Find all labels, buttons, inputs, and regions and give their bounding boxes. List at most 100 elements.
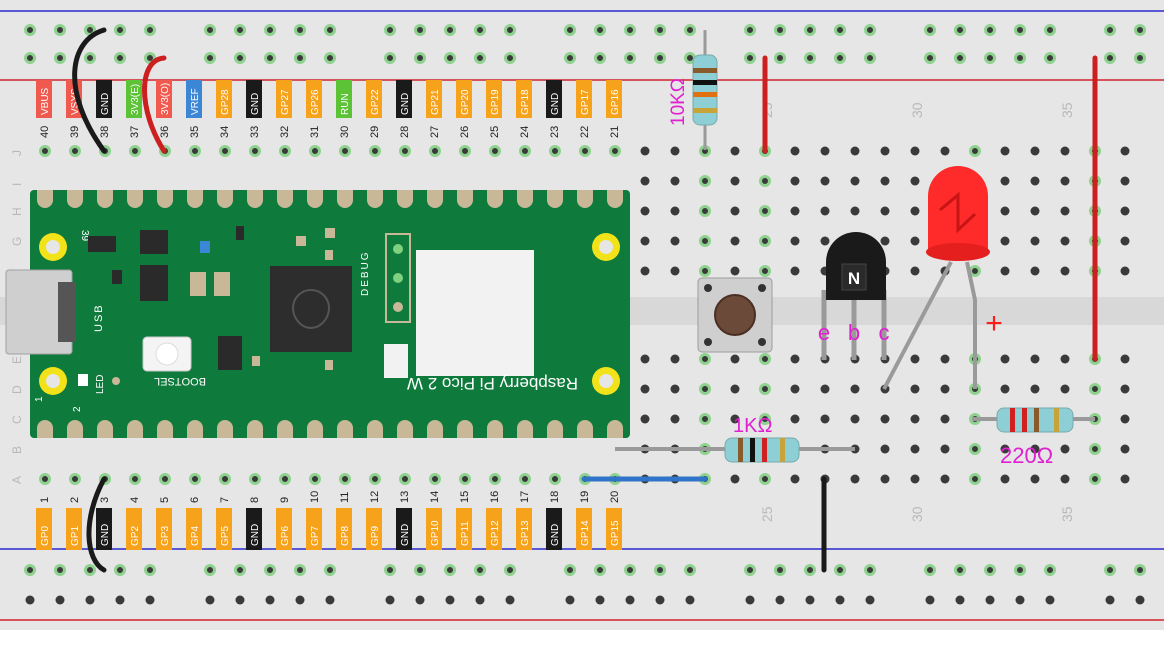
rail-hole[interactable] — [834, 564, 846, 576]
terminal-hole[interactable] — [759, 413, 771, 425]
rail-hole[interactable] — [264, 24, 276, 36]
rail-hole[interactable] — [864, 564, 876, 576]
terminal-hole[interactable] — [1000, 266, 1010, 276]
terminal-hole[interactable] — [910, 384, 920, 394]
terminal-hole[interactable] — [579, 145, 591, 157]
rail-hole[interactable] — [1045, 595, 1055, 605]
terminal-hole[interactable] — [790, 354, 800, 364]
rail-hole[interactable] — [744, 52, 756, 64]
terminal-hole[interactable] — [1060, 236, 1070, 246]
terminal-hole[interactable] — [1030, 176, 1040, 186]
rail-hole[interactable] — [924, 52, 936, 64]
terminal-hole[interactable] — [519, 145, 531, 157]
rail-hole[interactable] — [324, 24, 336, 36]
terminal-hole[interactable] — [759, 235, 771, 247]
terminal-hole[interactable] — [880, 176, 890, 186]
rail-hole[interactable] — [55, 595, 65, 605]
terminal-hole[interactable] — [880, 146, 890, 156]
terminal-hole[interactable] — [640, 176, 650, 186]
terminal-hole[interactable] — [1000, 384, 1010, 394]
terminal-hole[interactable] — [339, 145, 351, 157]
rail-hole[interactable] — [984, 52, 996, 64]
rail-hole[interactable] — [1015, 595, 1025, 605]
terminal-hole[interactable] — [880, 206, 890, 216]
rail-hole[interactable] — [24, 24, 36, 36]
terminal-hole[interactable] — [640, 266, 650, 276]
terminal-hole[interactable] — [1089, 383, 1101, 395]
terminal-hole[interactable] — [940, 474, 950, 484]
push-button[interactable] — [697, 277, 773, 353]
terminal-hole[interactable] — [429, 145, 441, 157]
terminal-hole[interactable] — [1120, 266, 1130, 276]
rail-hole[interactable] — [114, 564, 126, 576]
terminal-hole[interactable] — [640, 354, 650, 364]
terminal-hole[interactable] — [820, 206, 830, 216]
terminal-hole[interactable] — [640, 414, 650, 424]
resistor-10k[interactable] — [692, 30, 718, 150]
terminal-hole[interactable] — [969, 473, 981, 485]
rail-hole[interactable] — [685, 595, 695, 605]
terminal-hole[interactable] — [910, 444, 920, 454]
rail-hole[interactable] — [1044, 24, 1056, 36]
rail-hole[interactable] — [954, 564, 966, 576]
terminal-hole[interactable] — [699, 413, 711, 425]
terminal-hole[interactable] — [759, 473, 771, 485]
terminal-hole[interactable] — [1120, 414, 1130, 424]
rail-hole[interactable] — [594, 564, 606, 576]
terminal-hole[interactable] — [1060, 474, 1070, 484]
rail-hole[interactable] — [655, 595, 665, 605]
terminal-hole[interactable] — [910, 266, 920, 276]
terminal-hole[interactable] — [759, 205, 771, 217]
rail-hole[interactable] — [865, 595, 875, 605]
rail-hole[interactable] — [745, 595, 755, 605]
terminal-hole[interactable] — [790, 414, 800, 424]
rail-hole[interactable] — [205, 595, 215, 605]
terminal-hole[interactable] — [699, 265, 711, 277]
rail-hole[interactable] — [624, 564, 636, 576]
terminal-hole[interactable] — [940, 384, 950, 394]
rail-hole[interactable] — [294, 564, 306, 576]
rail-hole[interactable] — [684, 564, 696, 576]
rail-hole[interactable] — [954, 24, 966, 36]
terminal-hole[interactable] — [670, 146, 680, 156]
rail-hole[interactable] — [84, 52, 96, 64]
rail-hole[interactable] — [384, 564, 396, 576]
rail-hole[interactable] — [774, 564, 786, 576]
rail-hole[interactable] — [444, 564, 456, 576]
rail-hole[interactable] — [564, 24, 576, 36]
terminal-hole[interactable] — [1000, 474, 1010, 484]
rail-hole[interactable] — [744, 24, 756, 36]
red-led[interactable] — [882, 166, 990, 390]
terminal-hole[interactable] — [1120, 354, 1130, 364]
rail-hole[interactable] — [1134, 52, 1146, 64]
rail-hole[interactable] — [654, 564, 666, 576]
terminal-hole[interactable] — [730, 354, 740, 364]
terminal-hole[interactable] — [1120, 236, 1130, 246]
terminal-hole[interactable] — [189, 473, 201, 485]
rail-hole[interactable] — [804, 52, 816, 64]
rail-hole[interactable] — [1104, 564, 1116, 576]
terminal-hole[interactable] — [730, 146, 740, 156]
rail-hole[interactable] — [594, 24, 606, 36]
rail-hole[interactable] — [204, 24, 216, 36]
terminal-hole[interactable] — [1060, 444, 1070, 454]
rail-hole[interactable] — [775, 595, 785, 605]
rail-hole[interactable] — [295, 595, 305, 605]
terminal-hole[interactable] — [640, 206, 650, 216]
terminal-hole[interactable] — [850, 384, 860, 394]
terminal-hole[interactable] — [1030, 474, 1040, 484]
terminal-hole[interactable] — [910, 236, 920, 246]
rail-hole[interactable] — [504, 24, 516, 36]
rail-hole[interactable] — [385, 595, 395, 605]
terminal-hole[interactable] — [129, 145, 141, 157]
terminal-hole[interactable] — [850, 414, 860, 424]
rail-hole[interactable] — [595, 595, 605, 605]
rail-hole[interactable] — [324, 52, 336, 64]
rail-hole[interactable] — [684, 24, 696, 36]
terminal-hole[interactable] — [279, 145, 291, 157]
rail-hole[interactable] — [1014, 52, 1026, 64]
rail-hole[interactable] — [474, 52, 486, 64]
terminal-hole[interactable] — [1060, 206, 1070, 216]
terminal-hole[interactable] — [1030, 206, 1040, 216]
rail-hole[interactable] — [1104, 24, 1116, 36]
